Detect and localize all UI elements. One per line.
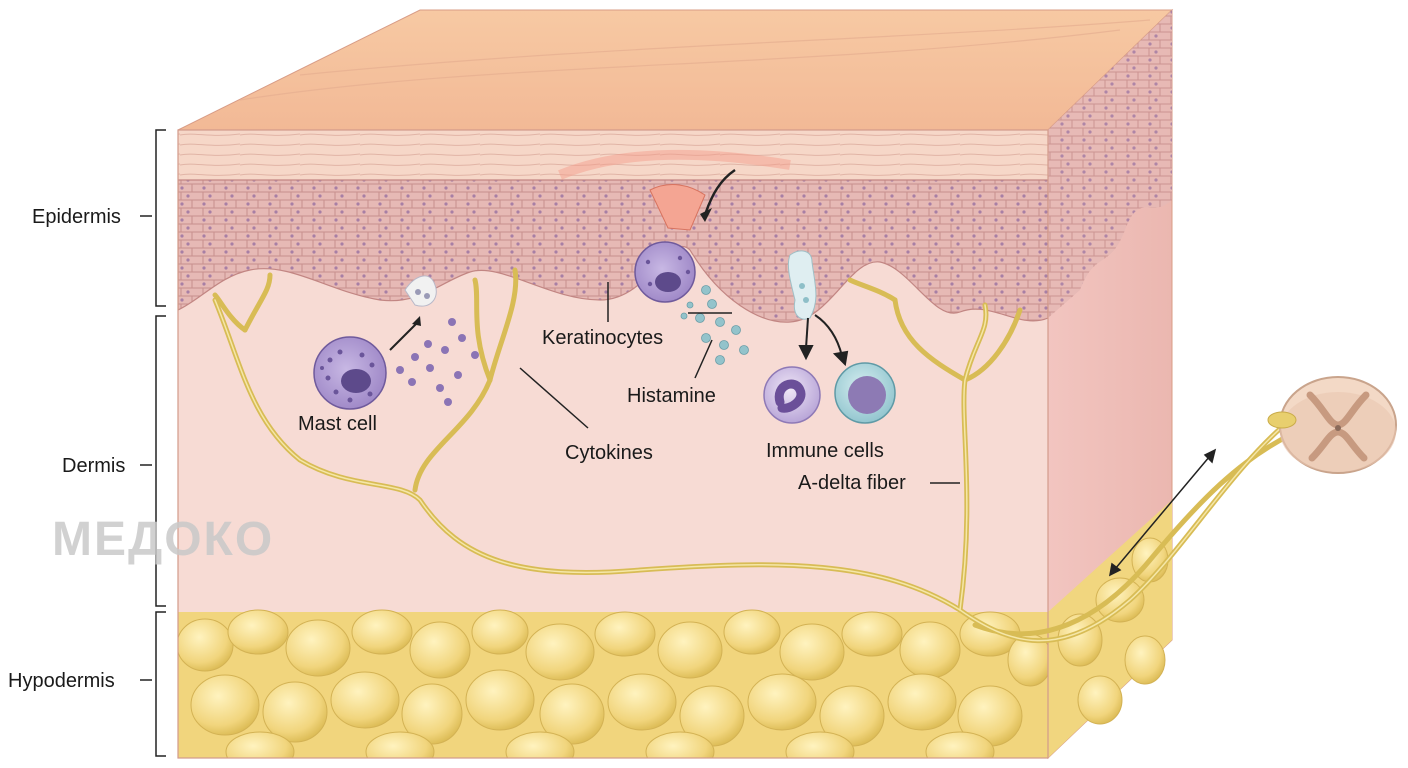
fat-lobules (178, 609, 1048, 758)
histamine-particles (680, 285, 749, 365)
label-epidermis: Epidermis (32, 206, 121, 228)
cell-release-site (404, 250, 817, 320)
mast-cell (313, 336, 387, 410)
label-dermis: Dermis (62, 455, 126, 477)
label-a-delta-fiber: A-delta fiber (798, 472, 906, 494)
spinal-cord-section (1267, 376, 1397, 474)
label-mast-cell: Mast cell (298, 413, 377, 435)
label-immune-cells: Immune cells (766, 440, 884, 462)
label-histamine: Histamine (627, 385, 716, 407)
skin-top-surface (177, 9, 1174, 131)
immune-cell-lymphocyte (834, 362, 896, 424)
label-cytokines: Cytokines (565, 442, 653, 464)
epidermal-mast-cell (634, 241, 696, 303)
label-keratinocytes: Keratinocytes (542, 327, 664, 349)
irritation-site (558, 149, 791, 231)
a-delta-fiber-inner-line (214, 299, 1291, 642)
leader-lines (140, 215, 960, 681)
watermark-logo: МЕДОКО (52, 513, 275, 566)
mast-cell-granules (396, 318, 479, 406)
nerve-signal-arrows (1108, 448, 1217, 577)
label-hypodermis: Hypodermis (8, 670, 115, 692)
layer-brackets (155, 129, 166, 757)
stratum-corneum (178, 130, 1048, 182)
immune-cell-granulocyte (763, 366, 821, 424)
